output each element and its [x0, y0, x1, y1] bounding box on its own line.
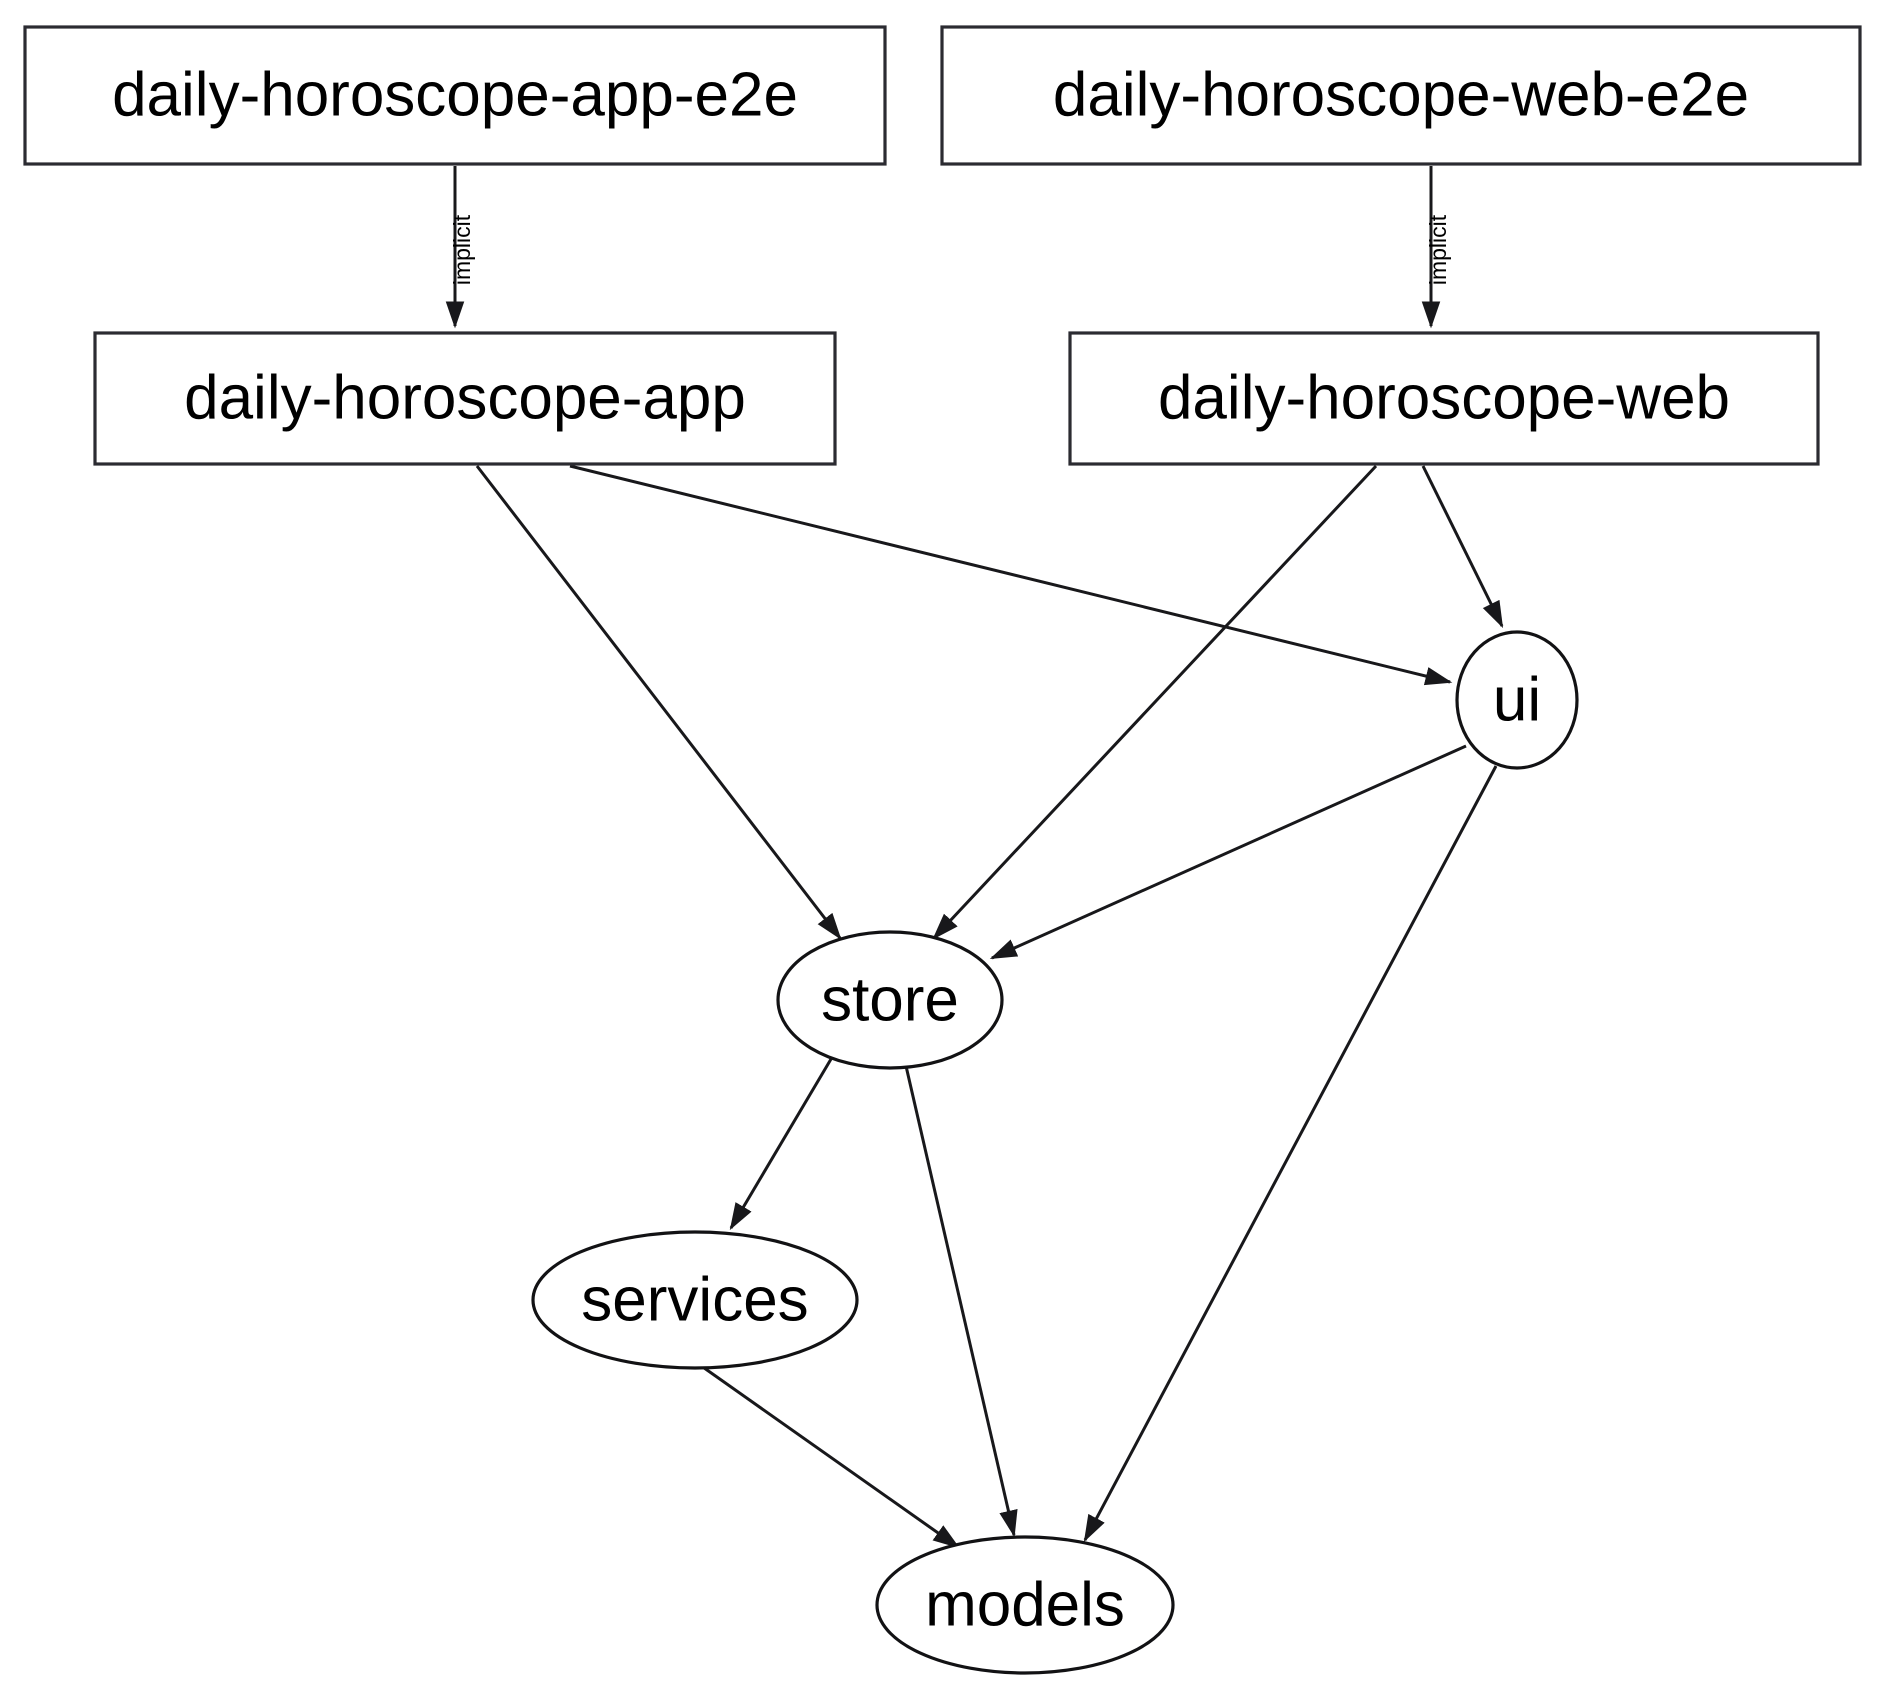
node-label: services [581, 1265, 808, 1334]
edge-line [569, 464, 1453, 686]
edge-ui-to-store [989, 744, 1467, 960]
node-label: daily-horoscope-app-e2e [112, 60, 798, 129]
node-label: daily-horoscope-web [1158, 363, 1730, 432]
edge-line [689, 1356, 960, 1549]
node-daily-horoscope-app[interactable]: daily-horoscope-app [93, 331, 837, 466]
edge-store-to-models [904, 1065, 1018, 1538]
edge-line [989, 744, 1467, 960]
edge-line [932, 464, 1378, 940]
node-daily-horoscope-app-e2e[interactable]: daily-horoscope-app-e2e [23, 25, 887, 166]
node-ellipse[interactable] [531, 1230, 859, 1370]
edge-line [1421, 465, 1504, 629]
node-models[interactable]: models [875, 1535, 1175, 1675]
edge-label-implicit-web: implicit [1425, 214, 1451, 285]
edges-layer: implicit implicit [445, 166, 1504, 1549]
node-ellipse[interactable] [776, 930, 1004, 1070]
nodes-layer: daily-horoscope-app-e2e daily-horoscope-… [23, 25, 1862, 1675]
node-daily-horoscope-web-e2e[interactable]: daily-horoscope-web-e2e [940, 25, 1862, 166]
node-label: store [821, 965, 959, 1034]
edge-services-to-models [689, 1356, 960, 1549]
node-ellipse[interactable] [1455, 630, 1579, 770]
edge-line [904, 1065, 1018, 1538]
node-store[interactable]: store [776, 930, 1004, 1070]
edge-web-to-ui [1421, 465, 1504, 629]
node-rect[interactable] [23, 25, 887, 166]
node-label: daily-horoscope-web-e2e [1053, 60, 1749, 129]
edge-web-e2e-to-web: implicit [1421, 166, 1451, 329]
node-rect[interactable] [940, 25, 1862, 166]
edge-app-to-store [475, 465, 842, 940]
node-label: daily-horoscope-app [184, 363, 746, 432]
node-ui[interactable]: ui [1455, 630, 1579, 770]
edge-line [1083, 765, 1498, 1543]
node-rect[interactable] [93, 331, 837, 466]
node-ellipse[interactable] [875, 1535, 1175, 1675]
edge-store-to-services [729, 1053, 836, 1231]
edge-label-implicit-app: implicit [449, 214, 475, 285]
node-label: models [925, 1570, 1125, 1639]
edge-web-to-store [932, 464, 1378, 940]
edge-app-e2e-to-app: implicit [445, 166, 475, 329]
edge-ui-to-models [1083, 765, 1498, 1543]
edge-line [729, 1053, 836, 1231]
edge-app-to-ui [569, 464, 1453, 686]
node-label: ui [1493, 665, 1541, 734]
node-daily-horoscope-web[interactable]: daily-horoscope-web [1068, 331, 1820, 466]
node-services[interactable]: services [531, 1230, 859, 1370]
edge-line [475, 465, 842, 940]
node-rect[interactable] [1068, 331, 1820, 466]
